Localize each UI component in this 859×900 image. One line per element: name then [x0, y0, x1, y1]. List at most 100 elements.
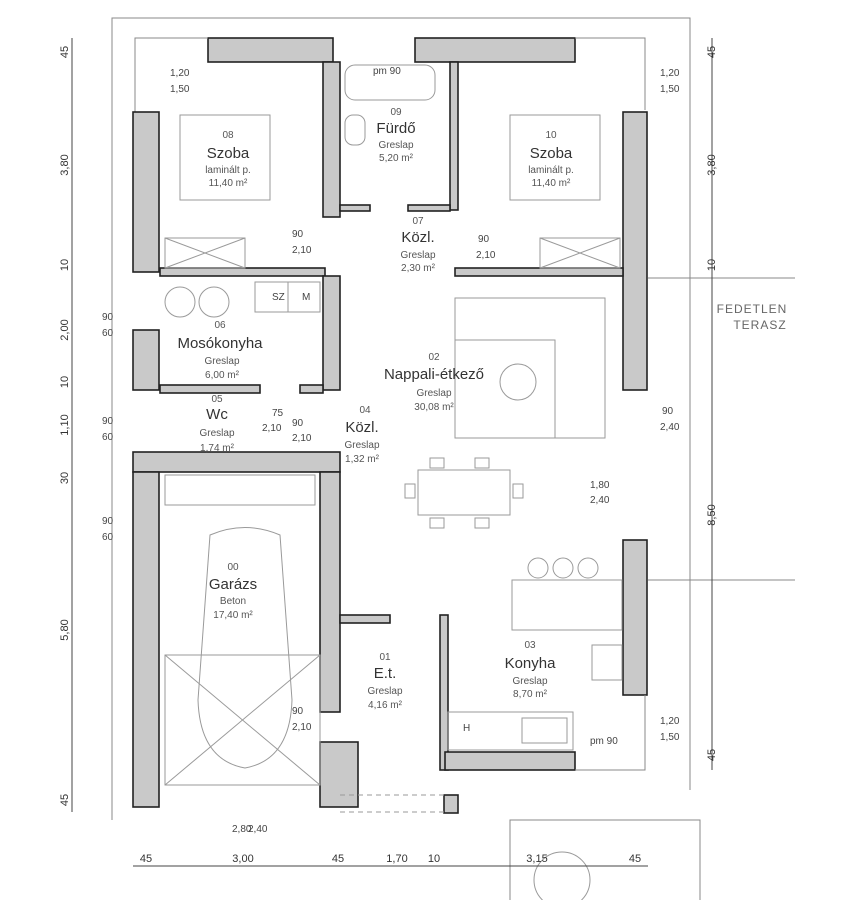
wall-segment	[444, 751, 576, 771]
wall-segment	[207, 37, 334, 63]
wall-segment	[439, 614, 449, 771]
plan-label: 1,80	[590, 480, 610, 491]
plan-label: 45	[59, 794, 71, 806]
plan-label: E.t.	[374, 665, 397, 682]
plan-label: 09	[390, 107, 402, 118]
plan-label: 1,50	[660, 84, 680, 95]
plan-label: 45	[706, 46, 718, 58]
plan-label: 01	[379, 652, 391, 663]
plan-label: 3,80	[706, 154, 718, 175]
plan-label: 3,15	[526, 853, 547, 865]
plan-label: 90	[102, 416, 114, 427]
wall-segment	[443, 794, 459, 814]
wall-segment	[339, 204, 371, 212]
plan-label: 2,80	[232, 824, 252, 835]
plan-label: 1,70	[386, 853, 407, 865]
wall-segment	[622, 111, 648, 391]
plan-label: Greslap	[367, 686, 402, 697]
plan-label: Fürdő	[376, 120, 415, 137]
terrace-label: FEDETLEN TERASZ	[717, 302, 787, 332]
plan-label: 2,10	[262, 423, 282, 434]
site-lines	[111, 17, 795, 900]
wall-segment	[319, 471, 341, 713]
plan-label: 2,10	[292, 722, 312, 733]
plan-line	[164, 237, 246, 269]
plan-label: 1,74 m²	[200, 443, 235, 454]
plan-label: 2,10	[476, 250, 496, 261]
wall-segment	[414, 37, 576, 63]
plan-label: laminált p.	[205, 165, 251, 176]
plan-label: 10	[428, 853, 440, 865]
garage-parking	[164, 654, 321, 786]
plan-label: 45	[140, 853, 152, 865]
plan-label: 60	[102, 328, 114, 339]
wall-segment	[322, 61, 341, 218]
plan-label: Greslap	[400, 250, 435, 261]
walls	[132, 37, 648, 814]
plan-label: 08	[222, 130, 234, 141]
plan-label: Közl.	[345, 419, 378, 436]
wall-segment	[299, 384, 324, 394]
kitchen-counter	[447, 711, 574, 751]
plan-label: 4,16 m²	[368, 700, 403, 711]
sofa	[454, 297, 606, 439]
cooktop	[591, 644, 623, 681]
plan-label: Konyha	[505, 655, 557, 672]
wall-segment	[454, 267, 624, 277]
plan-label: 45	[332, 853, 344, 865]
plan-label: 2,40	[590, 495, 610, 506]
plan-label: 1,32 m²	[345, 454, 380, 465]
plan-label: 11,40 m²	[209, 178, 248, 189]
plan-label: Mosókonyha	[177, 335, 263, 352]
plan-label: 45	[629, 853, 641, 865]
plan-line	[429, 517, 445, 529]
plan-label: 90	[102, 312, 114, 323]
plan-line	[429, 457, 445, 469]
plan-label: 11,40 m²	[532, 178, 571, 189]
plan-label: 8,50	[706, 504, 718, 525]
plan-label: Szoba	[530, 145, 573, 162]
plan-line	[111, 17, 691, 820]
plan-line	[164, 654, 321, 786]
plan-label: 03	[524, 640, 536, 651]
plan-label: 02	[428, 352, 440, 363]
plan-line	[404, 483, 416, 499]
plan-label: 05	[211, 394, 223, 405]
car	[197, 527, 293, 769]
plan-line	[164, 474, 316, 506]
plan-label: 2,00	[59, 319, 71, 340]
plan-label: pm 90	[590, 736, 618, 747]
plan-label: 5,20 m²	[379, 153, 414, 164]
plan-label: 90	[662, 406, 674, 417]
wardrobe-10	[539, 237, 621, 269]
wall-segment	[132, 451, 341, 473]
wall-segment	[159, 384, 261, 394]
plan-label: 30	[59, 472, 71, 484]
plan-label: 1,20	[660, 716, 680, 727]
dryer	[198, 286, 230, 318]
plan-label: 07	[412, 216, 424, 227]
plan-label: 5,80	[59, 619, 71, 640]
plan-line	[552, 557, 574, 579]
wall-segment	[407, 204, 451, 212]
washer	[164, 286, 196, 318]
plan-label: 3,80	[59, 154, 71, 175]
plan-label: 04	[359, 405, 371, 416]
plan-line	[474, 457, 490, 469]
sink	[521, 717, 568, 744]
plan-line	[455, 339, 556, 438]
plan-label: 2,40	[660, 422, 680, 433]
plan-label: 1,20	[170, 68, 190, 79]
plan-label: 00	[227, 562, 239, 573]
plan-label: Beton	[220, 596, 246, 607]
plan-label: 1,50	[170, 84, 190, 95]
plan-label: 2,10	[292, 433, 312, 444]
wall-segment	[132, 329, 160, 391]
plan-line	[577, 557, 599, 579]
plan-label: H	[463, 723, 470, 734]
room-01: 01E.t. Greslap 4,16 m²	[367, 652, 402, 711]
opening-labels: 1,201,50 1,201,50 1,201,50 pm 90 pm 90 9…	[102, 66, 680, 835]
